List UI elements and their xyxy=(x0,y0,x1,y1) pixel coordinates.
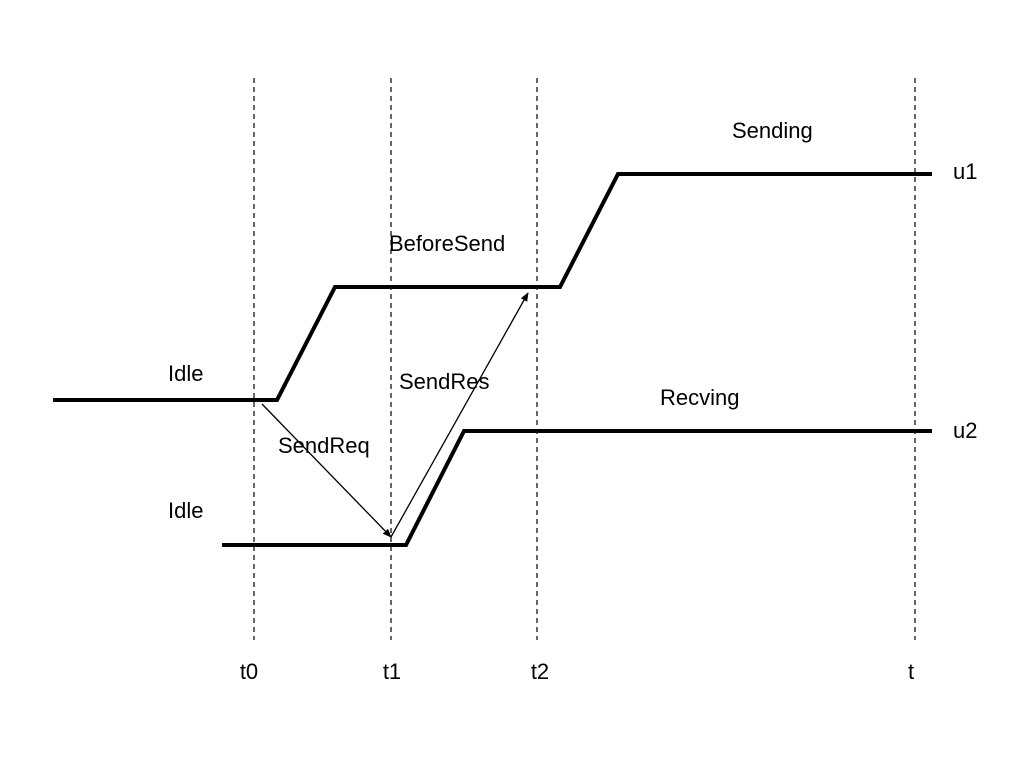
time-label-t: t xyxy=(908,659,914,684)
u1-state-idle: Idle xyxy=(168,361,203,386)
message-sendreq-arrow xyxy=(261,403,392,538)
time-label-t0: t0 xyxy=(240,659,258,684)
time-label-t2: t2 xyxy=(531,659,549,684)
message-sendres-arrow xyxy=(390,292,529,538)
u1-state-beforesend: BeforeSend xyxy=(389,231,505,256)
signal-u2-waveform xyxy=(222,429,932,547)
u2-state-idle: Idle xyxy=(168,498,203,523)
signal-name-u2: u2 xyxy=(953,418,977,443)
message-label-sendreq: SendReq xyxy=(278,433,370,458)
u1-state-sending: Sending xyxy=(732,118,813,143)
message-label-sendres: SendRes xyxy=(399,369,490,394)
signal-name-u1: u1 xyxy=(953,159,977,184)
signal-u1-waveform xyxy=(53,172,932,402)
time-label-t1: t1 xyxy=(383,659,401,684)
u2-state-recving: Recving xyxy=(660,385,739,410)
